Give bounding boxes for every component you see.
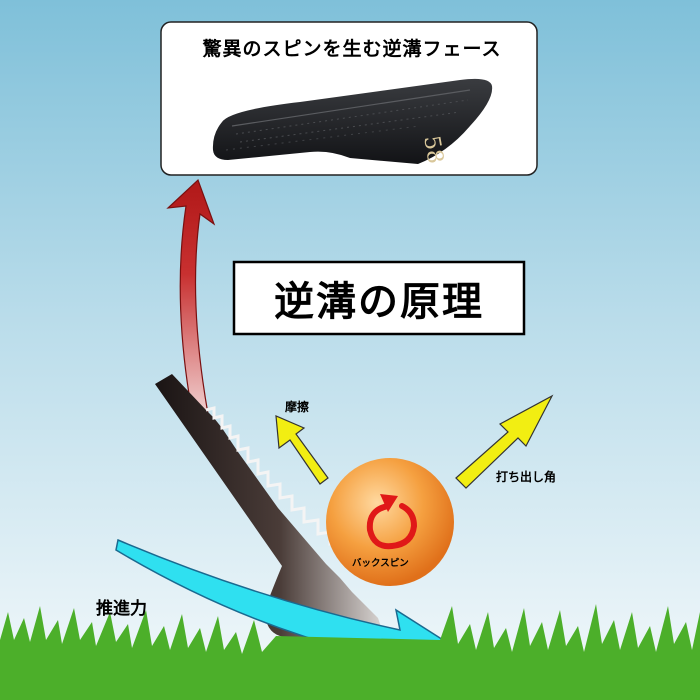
club-face-image: 58 [212, 78, 493, 166]
club-blade [155, 374, 382, 639]
friction-label: 摩擦 [285, 400, 310, 414]
golf-ball [326, 458, 454, 586]
grass [0, 604, 700, 700]
club-number: 58 [418, 134, 447, 166]
principle-label: 逆溝の原理 [274, 278, 484, 325]
backspin-label: バックスピン [352, 558, 409, 569]
title: 驚異のスピンを生む逆溝フェース [202, 38, 502, 60]
launch-angle-label: 打ち出し角 [496, 470, 557, 484]
yellow-arrow-launch [455, 394, 554, 489]
backspin-arrowhead-icon [380, 494, 398, 512]
propulsion-label: 推進力 [96, 599, 147, 619]
principle-box [232, 260, 526, 336]
backspin-arrow-icon [366, 503, 418, 550]
red-arrow [166, 178, 216, 415]
yellow-arrow-friction [275, 415, 329, 485]
